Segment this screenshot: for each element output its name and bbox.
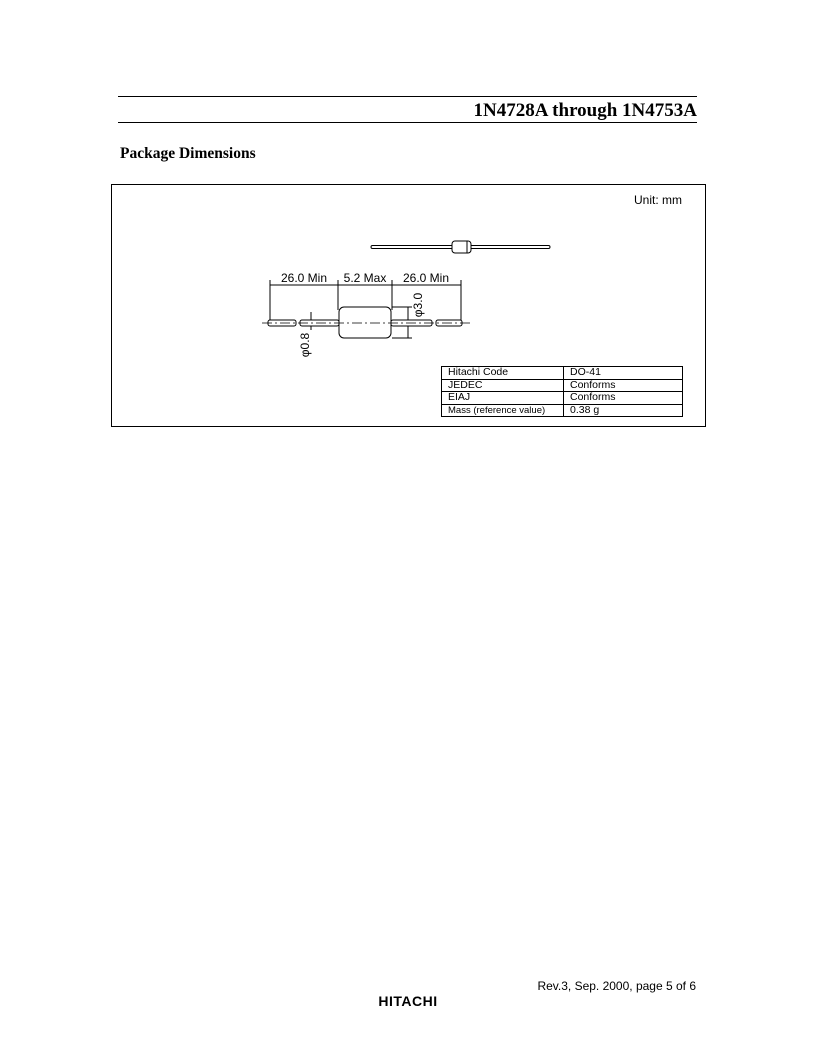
dim-left-lead-length: 26.0 Min [281,271,327,285]
header-bottom-rule [118,122,697,123]
spec-key: JEDEC [441,378,564,392]
spec-value: Conforms [563,378,683,392]
dim-body-diameter: φ3.0 [411,292,425,317]
spec-value: DO-41 [563,366,683,380]
table-row: Mass (reference value)0.38 g [441,403,683,417]
dim-lead-diameter: φ0.8 [298,332,312,357]
unit-label: Unit: mm [634,193,682,207]
spec-key: Mass (reference value) [441,403,564,417]
document-title: 1N4728A through 1N4753A [473,100,697,121]
diode-small-view [370,240,551,254]
hitachi-logo: HITACHI [378,993,438,1009]
section-heading: Package Dimensions [120,145,256,162]
dim-right-lead-length: 26.0 Min [403,271,449,285]
dim-body-length: 5.2 Max [344,271,387,285]
spec-key: EIAJ [441,391,564,405]
package-drawing-frame [111,184,706,427]
spec-value: Conforms [563,391,683,405]
spec-value: 0.38 g [563,403,683,417]
diode-detail-view [262,306,470,339]
header-top-rule [118,96,697,97]
page-footer-revision: Rev.3, Sep. 2000, page 5 of 6 [537,979,696,993]
spec-key: Hitachi Code [441,366,564,380]
